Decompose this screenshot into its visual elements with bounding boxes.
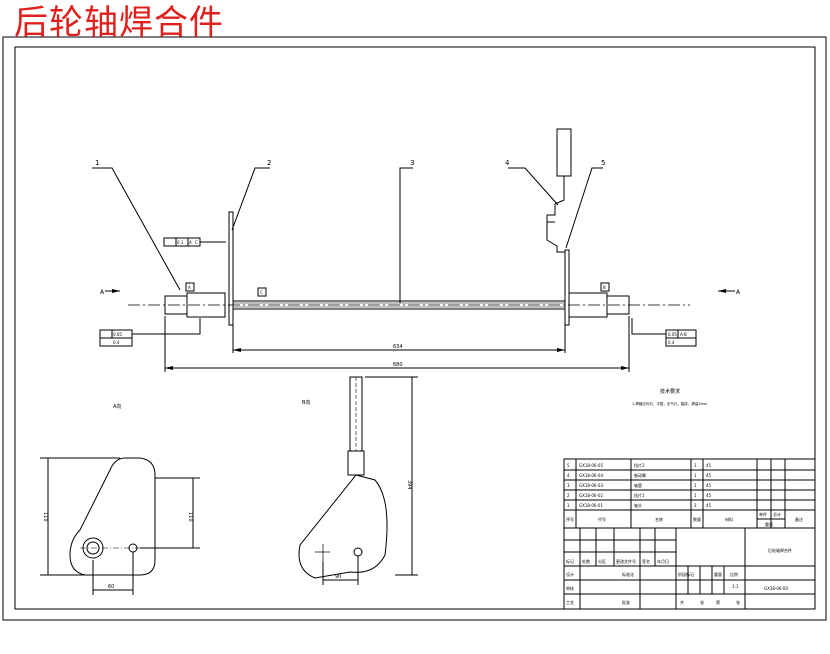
tb-label-sheet: 张 (736, 599, 740, 605)
bom-header-qty: 数量 (693, 516, 701, 522)
tb-label-count: 处数 (582, 558, 590, 564)
tb-label-change-doc: 更改文件号 (616, 558, 636, 564)
dim-bracket-offset: 60 (108, 584, 114, 590)
tb-label-weight: 重量 (714, 571, 722, 577)
tol-frame-upper-datum-a: A (189, 240, 192, 245)
bom-row-5-name: 挡片2 (634, 462, 645, 468)
dim-inner-span: 634 (393, 344, 403, 350)
datum-a-left: A (188, 285, 191, 290)
bom-row-1-name: 轴头 (634, 502, 642, 508)
bom-row-1-material: 45 (706, 503, 712, 508)
bom-row-2-qty: 1 (694, 493, 697, 498)
bom-row-5-code: GX18-06-05 (579, 463, 603, 468)
tol-frame-right-upper-datum: A-B (680, 332, 687, 337)
tb-drawing-no: GX18-06-00 (764, 586, 788, 591)
section-label-view-b: B向 (302, 399, 310, 406)
tb-label-mark: 标记 (566, 558, 574, 564)
dim-bracket-inner: 110 (187, 512, 193, 522)
bom-row-2-material: 45 (706, 493, 712, 498)
bom-row-3-qty: 1 (694, 483, 697, 488)
notes-text: 1.焊缝应均匀、平整，无气孔、裂纹，焊高3mm (632, 401, 708, 406)
part-number-3: 3 (410, 159, 414, 167)
part-number-2: 2 (267, 159, 271, 167)
tb-part-name: 后轮轴焊合件 (768, 547, 792, 553)
tb-label-sheets: 张 (700, 599, 704, 605)
tol-frame-right-upper-value: 0.05 (668, 332, 677, 337)
tb-scale-value: 1:1 (732, 584, 739, 589)
bom-header-total: 总计 (773, 511, 781, 517)
tb-label-review: 审核 (566, 585, 574, 591)
tb-label-process: 工艺 (566, 600, 574, 605)
tb-label-design: 设计 (566, 571, 574, 577)
bom-header-single: 单件 (759, 511, 767, 517)
bom-header-weight: 重量 (765, 521, 773, 527)
notes-heading: 技术要求 (660, 388, 680, 395)
bom-row-3-name: 轴管 (634, 482, 642, 488)
dim-height-view: 394 (406, 480, 412, 490)
bom-row-5-qty: 1 (694, 463, 697, 468)
tb-label-date: 年月日 (657, 558, 669, 564)
bom-row-2-no: 2 (567, 493, 570, 498)
bom-row-3-material: 45 (706, 483, 712, 488)
part-number-1: 1 (95, 159, 99, 167)
front-view (92, 128, 735, 372)
view-b (298, 376, 418, 585)
bom-row-4-material: 45 (706, 473, 712, 478)
arrowheads (112, 289, 726, 370)
tb-label-sign: 签名 (642, 558, 650, 564)
bom-header-code: 代号 (598, 516, 606, 522)
bom-header-note: 备注 (795, 516, 803, 522)
inner-frame (14, 46, 816, 610)
view-arrow-left-label: A (100, 289, 105, 296)
bom-row-1-code: GX18-06-01 (579, 503, 603, 508)
title-block (563, 458, 816, 610)
tol-frame-upper-value: 0.1 (177, 240, 184, 245)
part-number-5: 5 (601, 159, 605, 167)
bom-row-2-code: GX18-06-02 (579, 493, 603, 498)
bom-row-4-no: 4 (567, 473, 570, 478)
tol-frame-left-upper-value: 0.05 (113, 332, 122, 337)
bom-row-4-qty: 1 (694, 473, 697, 478)
datum-b: B (603, 285, 606, 290)
tb-label-scale: 比例 (730, 571, 738, 577)
view-arrow-right-label: A (736, 289, 741, 296)
bom-row-2-name: 挡片1 (634, 492, 645, 498)
bom-header-material: 材料 (725, 516, 733, 522)
dim-overall-span: 680 (393, 362, 403, 368)
bom-row-3-no: 3 (567, 483, 570, 488)
tb-label-standard: 标准化 (622, 571, 634, 577)
bom-row-4-name: 制动臂 (634, 472, 646, 478)
dim-bracket-height: 110 (42, 512, 48, 522)
bom-row-1-no: 1 (567, 503, 570, 508)
tb-label-sheet-no: 第 (716, 599, 720, 605)
tb-label-zone: 分区 (598, 558, 606, 564)
part-number-4: 4 (505, 159, 510, 167)
drawing-title: 后轮轴焊合件 (14, 3, 224, 43)
bom-row-1-qty: 2 (694, 503, 697, 508)
tb-label-stage: 阶段标记 (678, 571, 694, 577)
bom-header-name: 名称 (655, 516, 663, 522)
outer-frame (2, 36, 827, 621)
bom-row-5-no: 5 (567, 463, 570, 468)
tol-frame-right-lower-value: 0.4 (668, 340, 675, 345)
tol-frame-upper-datum-c: C (195, 240, 198, 245)
bom-row-3-code: GX18-06-03 (579, 483, 603, 488)
view-a (40, 457, 200, 595)
datum-c: C (260, 290, 263, 295)
section-label-view-a: A向 (113, 403, 121, 410)
tb-label-approve: 批准 (622, 599, 630, 605)
bom-header-no: 序号 (566, 516, 574, 522)
tb-label-total: 共 (680, 599, 684, 605)
bom-row-5-material: 45 (706, 463, 712, 468)
bom-row-4-code: GX18-06-04 (579, 473, 603, 478)
tol-frame-left-lower-value: 0.4 (113, 340, 120, 345)
dim-bracket-width: 90 (335, 574, 341, 580)
